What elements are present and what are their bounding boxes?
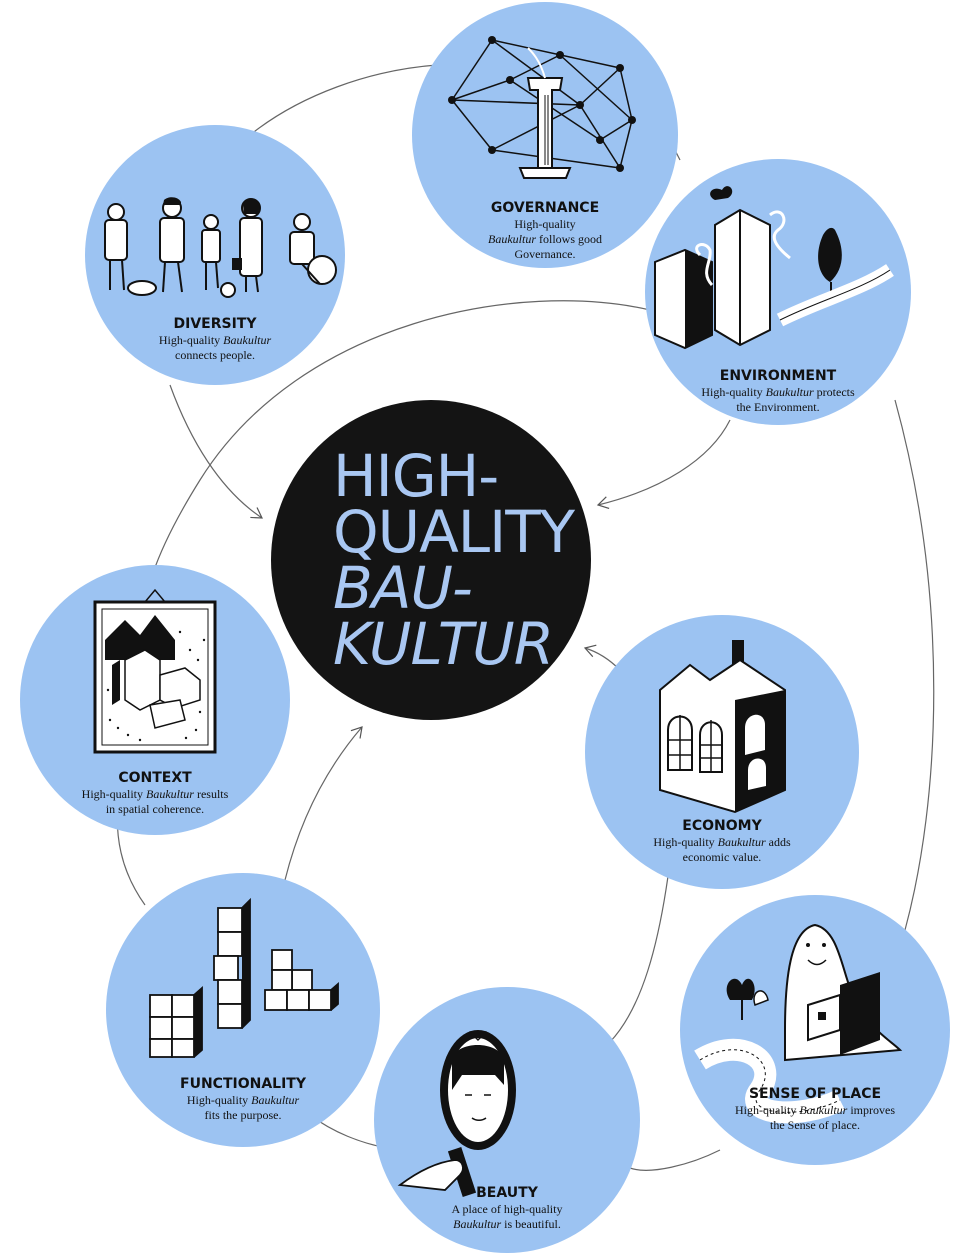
economy-desc-1: High-quality Baukultur adds	[653, 835, 791, 849]
environment-desc-1a: High-quality	[701, 385, 765, 399]
diversity-desc-1a: High-quality	[159, 333, 223, 347]
context-desc-1: High-quality Baukultur results	[82, 787, 229, 801]
beauty-desc-2a: Baukultur	[453, 1217, 501, 1231]
environment-title: ENVIRONMENT	[720, 368, 837, 384]
arrow-economy-center	[583, 644, 621, 671]
center-line-3: BAU-	[333, 554, 472, 622]
environment-circle	[645, 159, 911, 425]
hand-mirror-icon	[397, 1030, 516, 1197]
center-circle	[271, 400, 591, 720]
diversity-desc-2: connects people.	[175, 348, 255, 362]
environment-desc-1c: protects	[814, 385, 855, 399]
beauty-desc-2: Baukultur is beautiful.	[453, 1217, 561, 1231]
governance-title: GOVERNANCE	[491, 200, 599, 216]
economy-desc-1b: Baukultur	[718, 835, 766, 849]
arrow-functionality-center	[284, 726, 363, 881]
governance-desc-1: High-quality	[514, 217, 575, 231]
sense-of-place-desc-1b: Baukultur	[799, 1103, 847, 1117]
beauty-desc-2b: is beautiful.	[501, 1217, 561, 1231]
diversity-desc-1: High-quality Baukultur	[159, 333, 272, 347]
arrow-diversity-center	[169, 384, 263, 519]
green-building-icon	[654, 186, 894, 350]
center-node: HIGH- QUALITY BAU- KULTUR	[271, 400, 591, 720]
stacked-cubes-icon	[149, 897, 339, 1058]
center-line-4: KULTUR	[333, 610, 553, 678]
environment-desc-1: High-quality Baukultur protects	[701, 385, 855, 399]
node-functionality: FUNCTIONALITY High-quality Baukultur fit…	[106, 873, 380, 1147]
node-diversity: DIVERSITY High-quality Baukultur connect…	[85, 125, 345, 385]
economy-desc-1c: adds	[766, 835, 791, 849]
center-line-2: QUALITY	[333, 498, 576, 566]
governance-desc-2b: follows good	[536, 232, 602, 246]
sense-of-place-desc-1c: improves	[847, 1103, 895, 1117]
node-economy: ECONOMY High-quality Baukultur adds econ…	[585, 615, 859, 889]
functionality-desc-1a: High-quality	[187, 1093, 251, 1107]
ghost-landscape-icon	[694, 923, 903, 1124]
context-desc-1a: High-quality	[82, 787, 146, 801]
functionality-title: FUNCTIONALITY	[180, 1076, 307, 1092]
node-environment: ENVIRONMENT High-quality Baukultur prote…	[645, 159, 911, 425]
sense-of-place-desc-2: the Sense of place.	[770, 1118, 860, 1132]
connector-diversity-governance	[249, 64, 438, 136]
context-desc-1c: results	[194, 787, 229, 801]
framed-landscape-icon	[93, 588, 217, 754]
governance-desc-2: Baukultur follows good	[488, 232, 602, 246]
economy-title: ECONOMY	[682, 818, 762, 834]
governance-desc-3: Governance.	[515, 247, 576, 261]
governance-desc-2a: Baukultur	[488, 232, 536, 246]
node-sense-of-place: SENSE OF PLACE High-quality Baukultur im…	[680, 895, 950, 1165]
economy-desc-2: economic value.	[683, 850, 762, 864]
functionality-desc-1: High-quality Baukultur	[187, 1093, 300, 1107]
network-podium-icon	[448, 36, 636, 179]
connector-environment-sense	[894, 399, 935, 931]
connector-sense-beauty	[629, 1149, 721, 1171]
environment-desc-1b: Baukultur	[766, 385, 814, 399]
functionality-desc-1b: Baukultur	[251, 1093, 299, 1107]
functionality-desc-2: fits the purpose.	[205, 1108, 282, 1122]
node-context: CONTEXT High-quality Baukultur results i…	[20, 565, 290, 835]
diversity-desc-1b: Baukultur	[223, 333, 271, 347]
economy-desc-1a: High-quality	[653, 835, 717, 849]
center-line-1: HIGH-	[333, 442, 498, 510]
context-title: CONTEXT	[118, 770, 192, 786]
people-icon	[104, 197, 337, 298]
beauty-desc-1: A place of high-quality	[452, 1202, 563, 1216]
beauty-title: BEAUTY	[476, 1185, 539, 1201]
environment-desc-2: the Environment.	[736, 400, 819, 414]
factory-icon	[659, 640, 786, 814]
context-desc-2: in spatial coherence.	[106, 802, 204, 816]
sense-of-place-title: SENSE OF PLACE	[749, 1086, 881, 1102]
diversity-title: DIVERSITY	[174, 316, 258, 332]
arrow-environment-center	[596, 419, 731, 510]
node-governance: GOVERNANCE High-quality Baukultur follow…	[412, 2, 678, 268]
context-desc-1b: Baukultur	[146, 787, 194, 801]
node-beauty: BEAUTY A place of high-quality Baukultur…	[374, 987, 640, 1253]
big-loop-economy-beauty	[609, 844, 673, 1043]
sense-of-place-desc-1a: High-quality	[735, 1103, 799, 1117]
sense-of-place-desc-1: High-quality Baukultur improves	[735, 1103, 895, 1117]
